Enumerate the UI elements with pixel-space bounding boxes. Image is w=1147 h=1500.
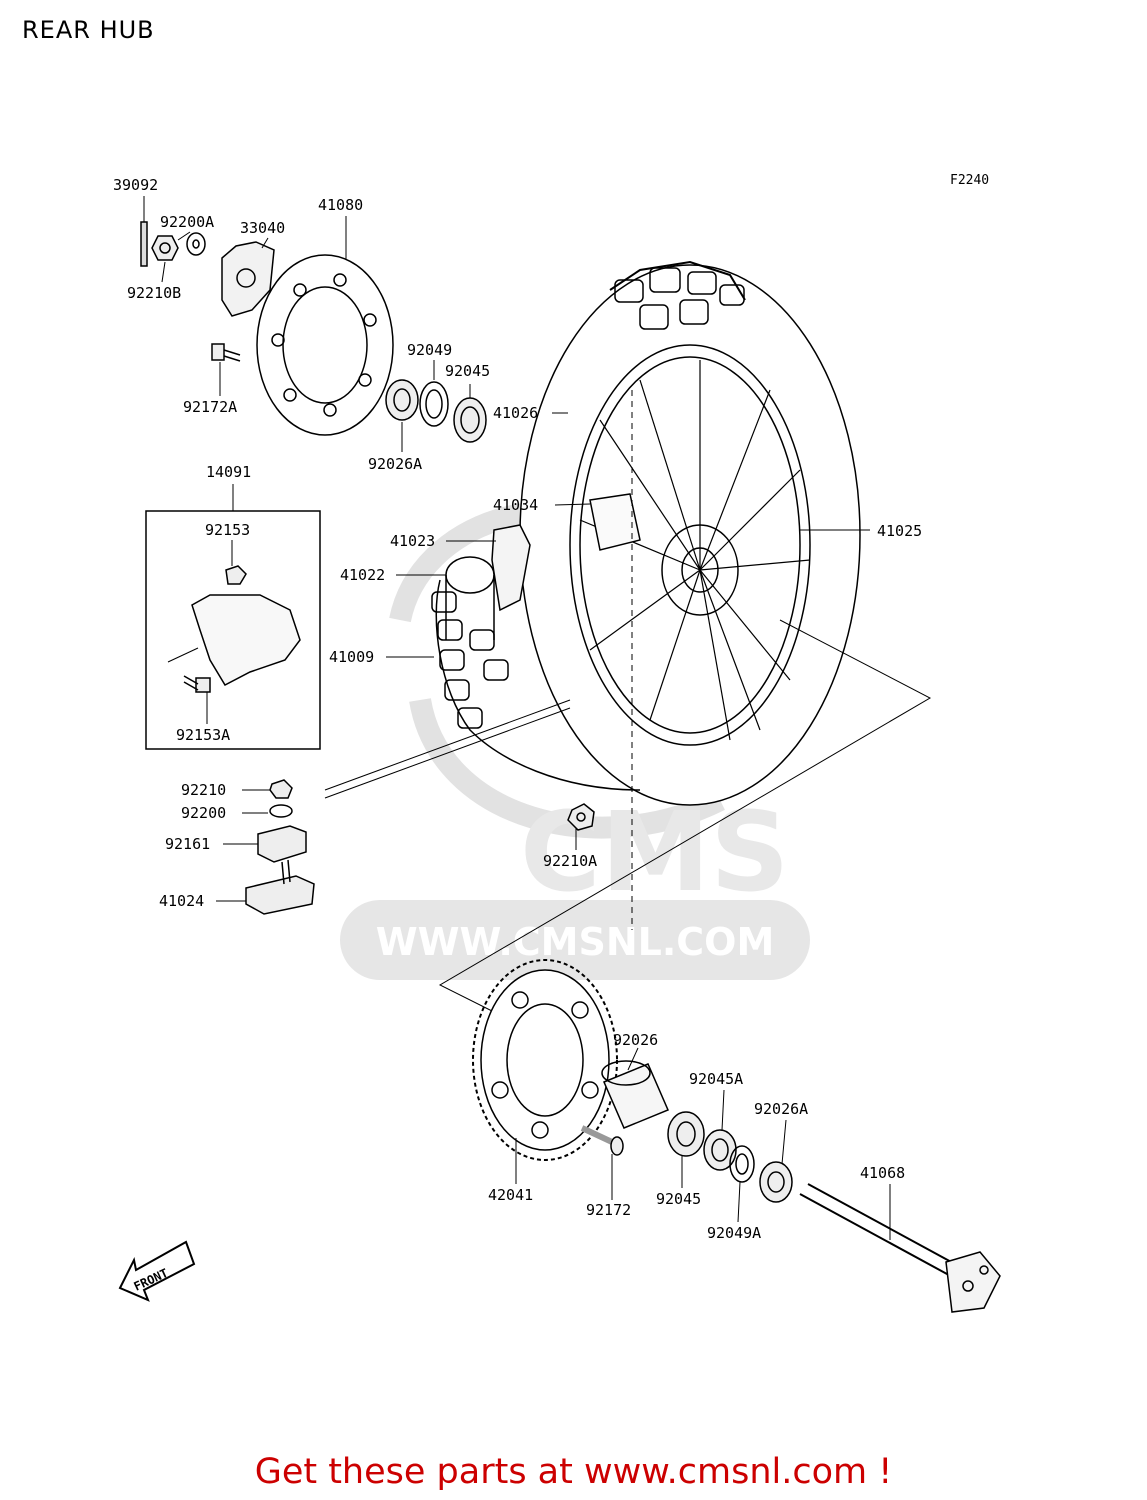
label-41024: 41024: [159, 892, 204, 910]
label-41022: 41022: [340, 566, 385, 584]
part-washer-92200a: [186, 232, 206, 256]
part-plate-41024: [245, 859, 315, 915]
label-92153: 92153: [205, 521, 250, 539]
label-92045: 92045: [445, 362, 490, 380]
part-nut-92210: [269, 779, 293, 799]
label-41026: 41026: [493, 404, 538, 422]
label-41034: 41034: [493, 496, 538, 514]
part-collar-92026a: [385, 379, 419, 421]
watermark-brand: CMS: [520, 788, 789, 916]
part-chain-adjuster-33040: [221, 241, 275, 317]
part-bearing-92045a: [703, 1129, 737, 1171]
part-collar-92026a-lower: [759, 1161, 793, 1203]
part-tube-41022: [445, 556, 495, 640]
label-14091: 14091: [206, 463, 251, 481]
label-33040: 33040: [240, 219, 285, 237]
label-92026a: 92026A: [368, 455, 422, 473]
label-39092: 39092: [113, 176, 158, 194]
part-bolt-92153a: [183, 675, 211, 693]
label-92153a: 92153A: [176, 726, 230, 744]
label-92049a: 92049A: [707, 1224, 761, 1242]
label-92026: 92026: [613, 1031, 658, 1049]
watermark-url: WWW.CMSNL.COM: [376, 920, 775, 964]
label-92161: 92161: [165, 835, 210, 853]
part-wheel-assembly: [519, 260, 861, 806]
label-42041: 42041: [488, 1186, 533, 1204]
axle-reference-lines: [324, 390, 932, 1016]
label-41068: 41068: [860, 1164, 905, 1182]
leader-lines: [143, 196, 891, 1240]
part-hub-41034: [589, 493, 641, 551]
page-title: REAR HUB: [22, 16, 155, 44]
label-92026a-lower: 92026A: [754, 1100, 808, 1118]
label-41023: 41023: [390, 532, 435, 550]
part-labels: 39092 92200A 33040 41080 92210B 92172A 9…: [113, 176, 922, 1242]
part-brake-disc-41080: [256, 254, 394, 436]
label-41009: 41009: [329, 648, 374, 666]
part-bolt-92172: [580, 1125, 624, 1156]
watermark: CMS WWW.CMSNL.COM: [340, 500, 810, 980]
part-bearing-92045-upper: [453, 397, 487, 443]
part-bolt-92153: [225, 565, 247, 585]
part-block-92161: [257, 825, 307, 863]
part-sprocket-42041: [472, 959, 618, 1161]
label-92049: 92049: [407, 341, 452, 359]
label-92200a: 92200A: [160, 213, 214, 231]
part-nut-92210b: [151, 235, 179, 261]
watermark-url-pill: [340, 900, 810, 980]
part-oil-seal-92049: [419, 381, 449, 427]
label-41080: 41080: [318, 196, 363, 214]
part-axle-41068: [799, 1183, 1001, 1313]
part-bolt-92172a: [211, 343, 241, 362]
label-92200: 92200: [181, 804, 226, 822]
part-bearing-92045-lower: [667, 1111, 705, 1157]
label-92172a: 92172A: [183, 398, 237, 416]
label-92172: 92172: [586, 1201, 631, 1219]
footer-cta-link[interactable]: Get these parts at www.cmsnl.com !: [254, 1452, 893, 1492]
label-92210b: 92210B: [127, 284, 181, 302]
part-nut-92210a: [567, 803, 595, 831]
part-rim-tape-41023: [491, 524, 531, 612]
label-92045a: 92045A: [689, 1070, 743, 1088]
part-washer-92200: [269, 804, 293, 818]
part-spacer-92026: [601, 1060, 669, 1129]
label-92210a: 92210A: [543, 852, 597, 870]
label-41025: 41025: [877, 522, 922, 540]
part-cotter-pin: [140, 221, 148, 267]
part-oil-seal-92049a: [729, 1145, 755, 1183]
label-92045-lower: 92045: [656, 1190, 701, 1208]
label-92210: 92210: [181, 781, 226, 799]
figure-code: F2240: [950, 173, 989, 188]
part-chain-guard: [167, 594, 301, 686]
front-direction-arrow: [118, 1240, 196, 1302]
